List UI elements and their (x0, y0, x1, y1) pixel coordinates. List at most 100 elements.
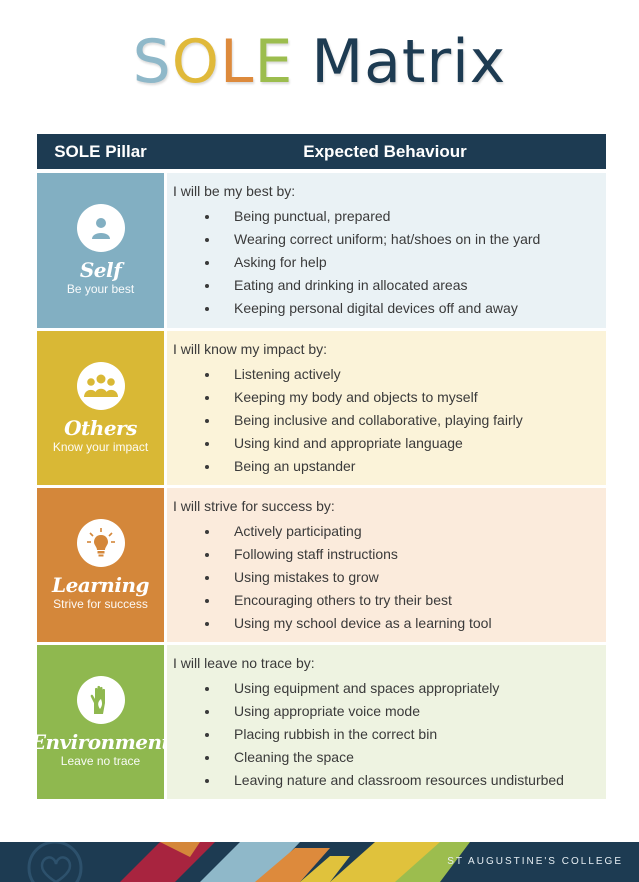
list-item: Using appropriate voice mode (173, 700, 606, 723)
list-item: Encouraging others to try their best (173, 589, 606, 612)
list-item-text: Being punctual, prepared (234, 208, 391, 224)
bullet-icon (205, 599, 209, 603)
list-item-text: Using equipment and spaces appropriately (234, 680, 500, 696)
pillar-name: Environment (30, 729, 171, 754)
pillar-subtitle: Strive for success (53, 596, 148, 611)
list-item: Eating and drinking in allocated areas (173, 274, 606, 297)
bullet-icon (205, 530, 209, 534)
footer-banner: ST AUGUSTINE'S COLLEGE (0, 842, 639, 882)
behaviour-intro: I will strive for success by: (173, 498, 335, 514)
bullet-icon (205, 576, 209, 580)
list-item: Asking for help (173, 251, 606, 274)
group-icon (76, 361, 125, 410)
bullet-icon (205, 465, 209, 469)
list-item-text: Listening actively (234, 366, 341, 382)
list-item: Using mistakes to grow (173, 566, 606, 589)
bullet-icon (205, 687, 209, 691)
list-item-text: Being an upstander (234, 458, 356, 474)
list-item: Being inclusive and collaborative, playi… (173, 409, 606, 432)
page-title: SOLE Matrix (0, 22, 639, 102)
behaviour-cell: I will know my impact by: Listening activ… (167, 331, 606, 485)
bullet-icon (205, 779, 209, 783)
list-item-text: Using appropriate voice mode (234, 703, 420, 719)
pillar-subtitle: Leave no trace (60, 753, 141, 768)
behaviour-cell: I will leave no trace by:Using equipment… (167, 645, 606, 799)
list-item: Actively participating (173, 520, 606, 543)
list-item: Placing rubbish in the correct bin (173, 723, 606, 746)
header-pillar: SOLE Pillar (54, 142, 147, 161)
list-item: Being an upstander (173, 455, 606, 478)
list-item: Using equipment and spaces appropriately (173, 677, 606, 700)
bullet-icon (205, 622, 209, 626)
bullet-icon (205, 419, 209, 423)
list-item-text: Being inclusive and collaborative, playi… (234, 412, 523, 428)
behaviour-intro: I will know my impact by: (173, 341, 328, 357)
behaviour-cell: I will strive for success by: Actively pa… (167, 488, 606, 642)
title-letter: i (452, 27, 470, 97)
pillar-name: Learning (52, 572, 149, 597)
list-item-text: Keeping personal digital devices off and… (234, 300, 518, 316)
list-item-text: Following staff instructions (234, 546, 398, 562)
title-letter: x (469, 27, 507, 97)
list-item: Leaving nature and classroom resources u… (173, 769, 606, 792)
pillar-name: Others (64, 415, 137, 440)
list-item-text: Asking for help (234, 254, 327, 270)
list-item: Keeping my body and objects to myself (173, 386, 606, 409)
title-letter: E (254, 27, 294, 97)
bullet-icon (205, 756, 209, 760)
bullet-icon (205, 284, 209, 288)
list-item-text: Encouraging others to try their best (234, 592, 452, 608)
list-item: Keeping personal digital devices off and… (173, 297, 606, 320)
list-item-text: Using my school device as a learning too… (234, 615, 492, 631)
table-header: SOLE Pillar Expected Behaviour (37, 134, 606, 169)
pillar-subtitle: Know your impact (52, 439, 149, 454)
list-item: Cleaning the space (173, 746, 606, 769)
list-item-text: Placing rubbish in the correct bin (234, 726, 438, 742)
bullet-icon (205, 307, 209, 311)
pillar-subtitle: Be your best (66, 282, 135, 296)
title-letter: a (364, 27, 402, 97)
title-letter: r (426, 27, 453, 97)
hand-leaf-icon (76, 675, 125, 724)
list-item-text: Cleaning the space (234, 749, 354, 765)
lightbulb-icon (76, 518, 125, 567)
list-item: Listening actively (173, 363, 606, 386)
footer-decoration (27, 842, 470, 882)
bullet-icon (205, 215, 209, 219)
list-item: Wearing correct uniform; hat/shoes on in… (173, 228, 606, 251)
list-item-text: Using mistakes to grow (234, 569, 379, 585)
behaviour-cell: I will be my best by: Being punctual, pre… (167, 173, 606, 328)
bullet-icon (205, 373, 209, 377)
bullet-icon (205, 710, 209, 714)
title-letter: t (401, 27, 427, 97)
list-item: Following staff instructions (173, 543, 606, 566)
bullet-icon (205, 553, 209, 557)
list-item-text: Wearing correct uniform; hat/shoes on in… (234, 231, 541, 247)
bullet-icon (205, 238, 209, 242)
list-item-text: Leaving nature and classroom resources u… (234, 772, 564, 788)
list-item-text: Actively participating (234, 523, 362, 539)
header-behaviour: Expected Behaviour (303, 142, 467, 161)
person-icon (76, 204, 125, 252)
pillar-name: Self (79, 258, 122, 282)
title-letter: O (171, 27, 220, 97)
bullet-icon (205, 261, 209, 265)
behaviour-intro: I will be my best by: (173, 183, 296, 199)
list-item-text: Eating and drinking in allocated areas (234, 277, 468, 293)
bullet-icon (205, 396, 209, 400)
title-letter: M (311, 27, 365, 97)
title-letter: L (220, 27, 255, 97)
college-name: ST AUGUSTINE'S COLLEGE (447, 856, 623, 867)
